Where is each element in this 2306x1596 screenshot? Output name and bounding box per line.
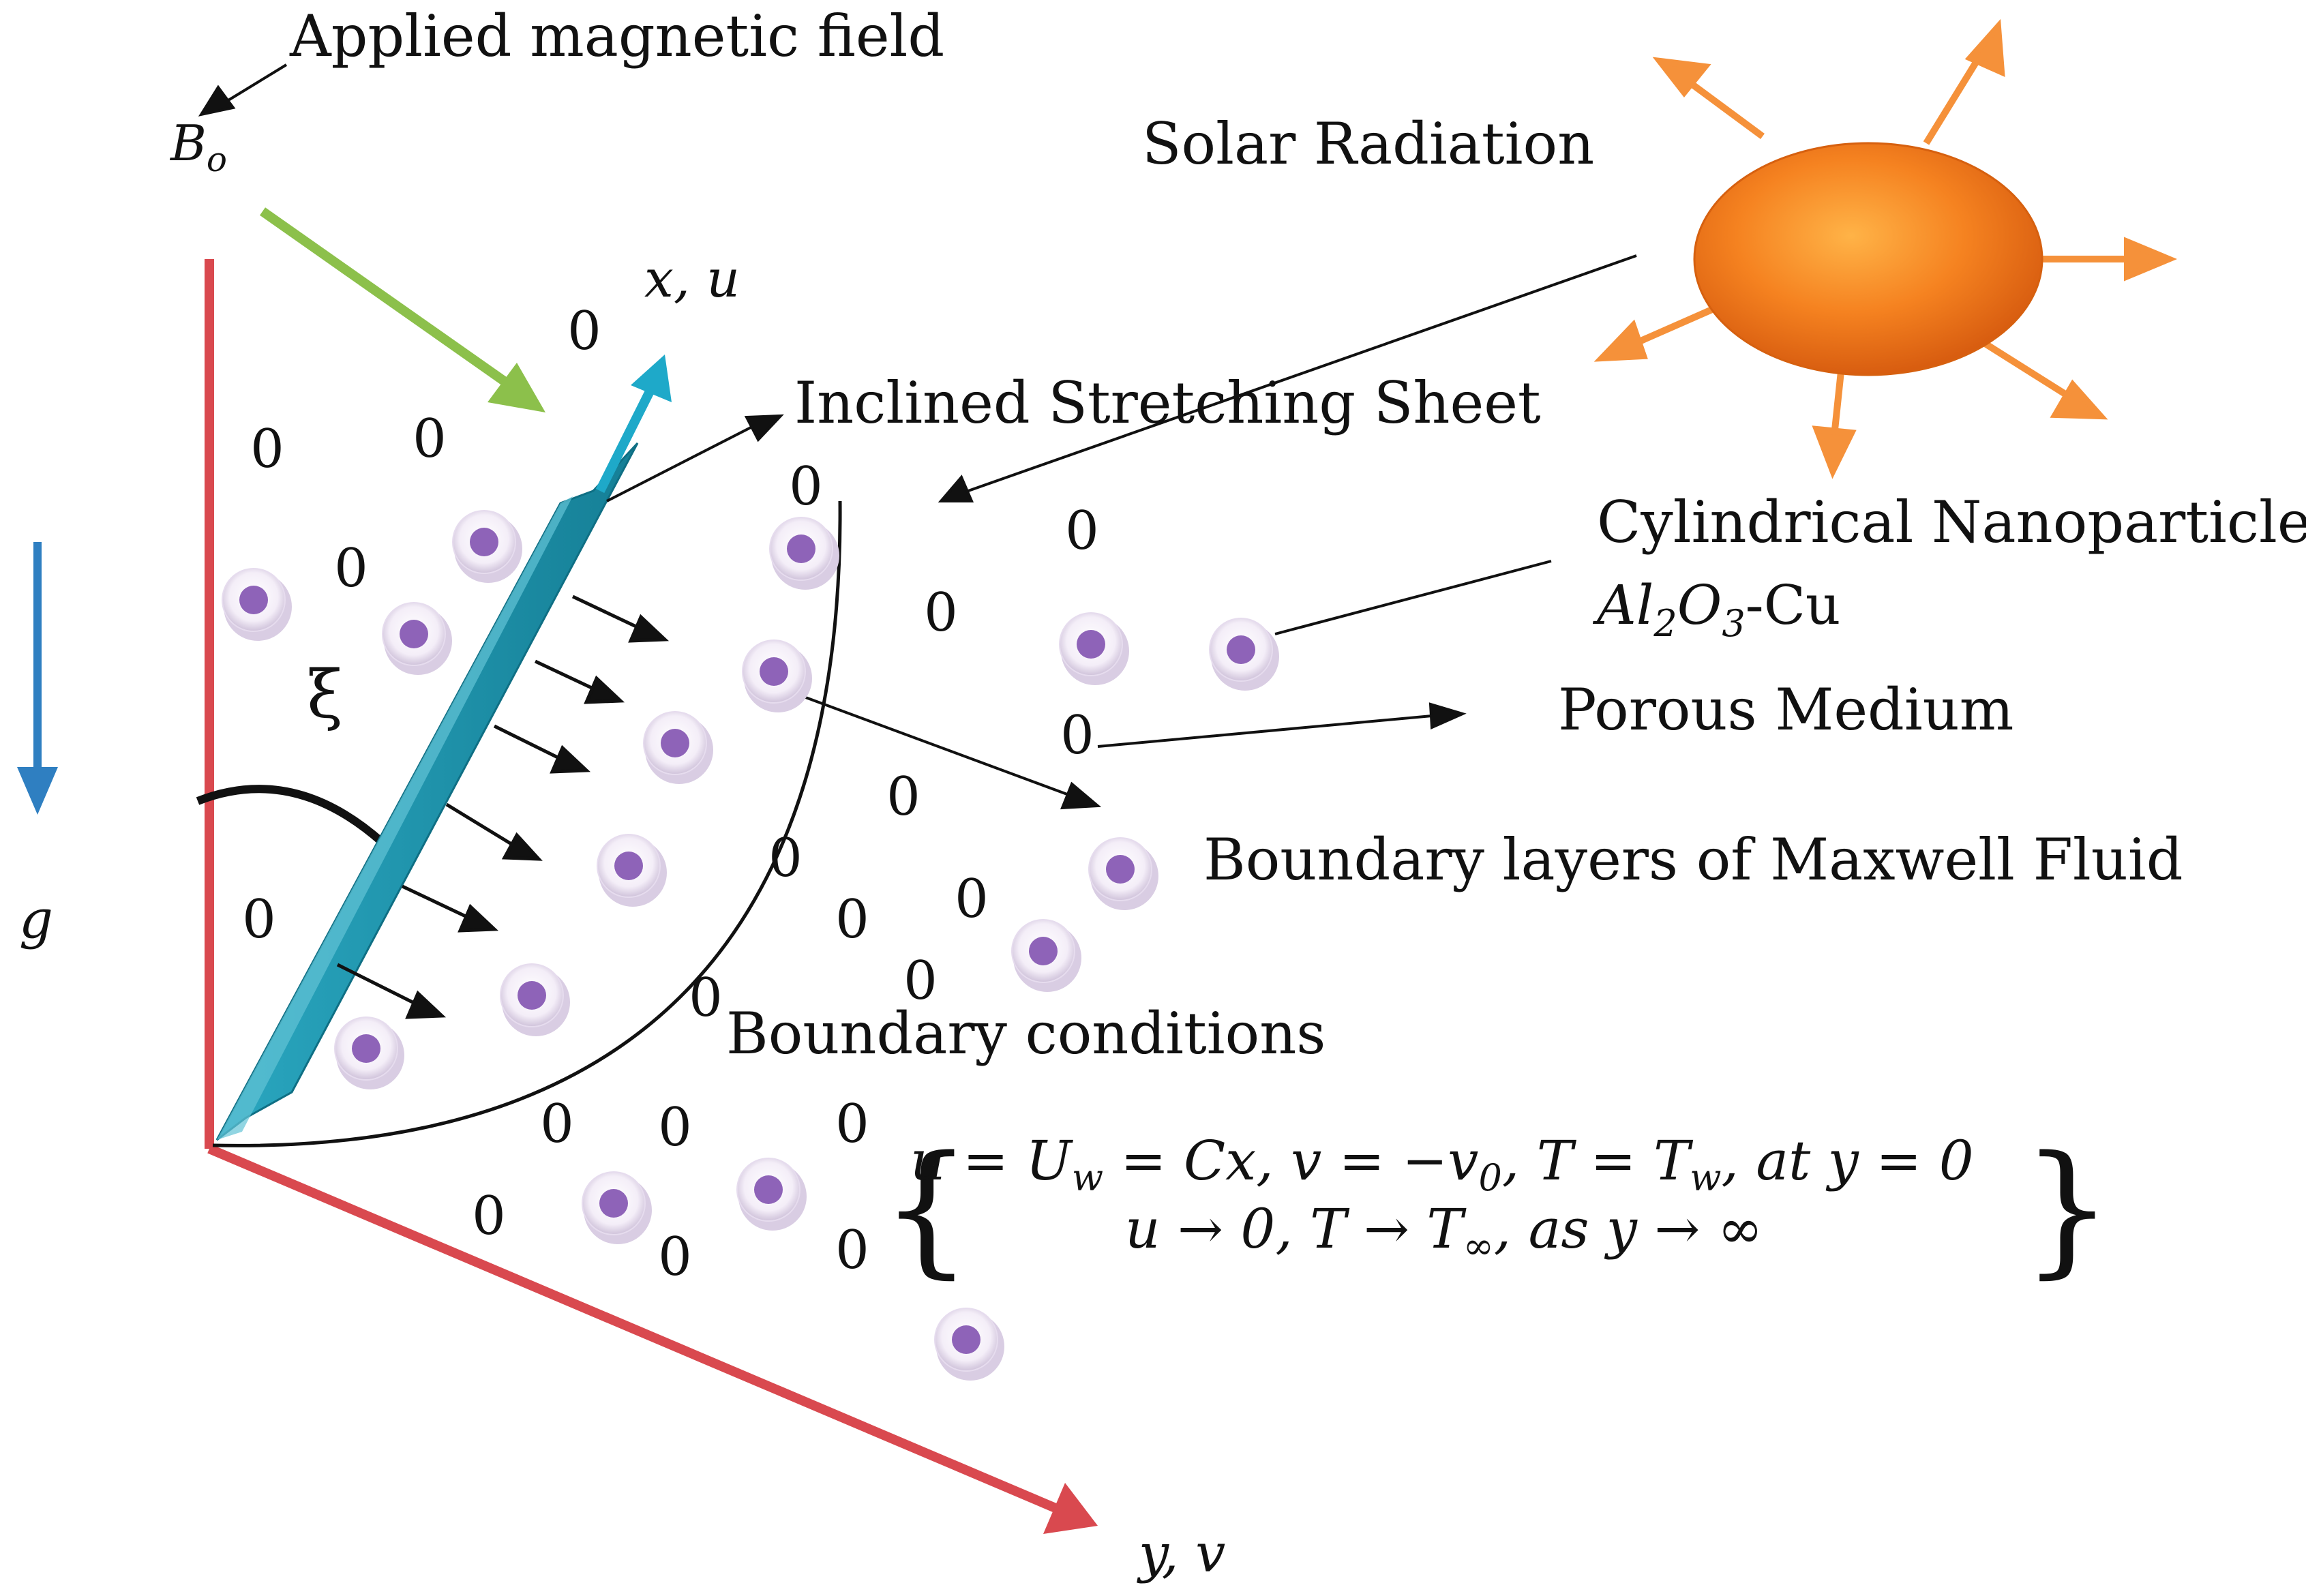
flow-arrows bbox=[336, 594, 670, 1019]
nanoparticle-icon bbox=[222, 568, 292, 641]
nanoparticle-icon bbox=[742, 639, 812, 712]
pore-marker: 0 bbox=[658, 1097, 692, 1158]
gravity-arrow bbox=[17, 542, 58, 815]
pore-marker: 0 bbox=[886, 766, 920, 828]
nanoparticle-icon bbox=[1088, 837, 1158, 910]
angle-arc bbox=[196, 785, 385, 845]
pore-marker: 0 bbox=[835, 1220, 869, 1281]
pore-marker: 0 bbox=[835, 1094, 869, 1155]
pore-marker: 0 bbox=[768, 828, 803, 889]
pore-marker: 0 bbox=[413, 408, 447, 470]
porous-medium-label: Porous Medium bbox=[1558, 676, 2013, 743]
boundary-layer-curve bbox=[212, 500, 842, 1147]
solar-radiation-label: Solar Radiation bbox=[1142, 110, 1594, 177]
nanoparticles-label: Cylindrical Nanoparticles bbox=[1597, 489, 2306, 556]
pointer-lines bbox=[198, 63, 1637, 810]
porous-markers: 0 0 0 0 0 0 0 0 0 0 0 0 0 0 0 0 0 0 0 0 … bbox=[242, 301, 1099, 1288]
b0-subscript: o bbox=[207, 140, 227, 179]
nanoparticle-icon bbox=[382, 602, 452, 675]
sun-icon bbox=[1593, 18, 2177, 479]
pore-marker: 0 bbox=[1065, 500, 1099, 562]
magnetic-field-arrow bbox=[259, 207, 545, 412]
nanoparticles bbox=[222, 510, 1279, 1381]
bc1-b: = Cx, v = −v bbox=[1103, 1129, 1478, 1192]
pore-marker: 0 bbox=[789, 456, 823, 517]
pore-marker: 0 bbox=[540, 1094, 574, 1155]
bc-equation-1: u = Uw = Cx, v = −v0, T = Tw, at y = 0 bbox=[910, 1129, 1974, 1199]
gravity-label: g bbox=[19, 889, 53, 950]
formula-al: Al bbox=[1592, 573, 1653, 637]
nanoparticle-icon bbox=[643, 711, 713, 784]
nanoparticle-icon bbox=[582, 1171, 652, 1244]
nanoparticle-icon bbox=[334, 1017, 404, 1089]
pore-marker: 0 bbox=[924, 582, 958, 644]
nanoparticle-icon bbox=[1209, 618, 1279, 691]
inclined-stretching-sheet bbox=[215, 442, 639, 1141]
bc2-b: , as y → ∞ bbox=[1494, 1197, 1763, 1261]
sheet-label: Inclined Stretching Sheet bbox=[794, 370, 1541, 436]
pore-marker: 0 bbox=[1060, 705, 1094, 766]
maxwell-label: Boundary layers of Maxwell Fluid bbox=[1203, 826, 2183, 893]
bc1-sub-w2: w bbox=[1690, 1156, 1721, 1199]
pore-marker: 0 bbox=[835, 889, 869, 950]
nanoparticle-icon bbox=[500, 963, 570, 1036]
magnetic-field-label: Applied magnetic field bbox=[289, 3, 944, 70]
nanoparticle-icon bbox=[1011, 919, 1081, 992]
x-axis-arrow bbox=[595, 355, 672, 494]
brace-left: { bbox=[881, 1125, 972, 1292]
b0-label: Bo bbox=[169, 115, 227, 179]
nanoparticle-icon bbox=[452, 510, 522, 583]
bc-equation-2: u → 0, T → T∞, as y → ∞ bbox=[1125, 1197, 1763, 1267]
boundary-conditions-title: Boundary conditions bbox=[726, 1000, 1326, 1067]
nanoparticle-icon bbox=[934, 1308, 1004, 1381]
coordinate-axes bbox=[205, 259, 1098, 1534]
pore-marker: 0 bbox=[334, 538, 368, 599]
y-axis-line bbox=[207, 1144, 1062, 1515]
nanoparticle-icon bbox=[1059, 612, 1129, 685]
bc2-sub-inf: ∞ bbox=[1463, 1224, 1494, 1267]
pore-marker: 0 bbox=[689, 967, 723, 1029]
angle-label: ξ bbox=[307, 657, 343, 733]
pore-marker: 0 bbox=[955, 869, 989, 930]
y-axis-label: y, v bbox=[1137, 1523, 1225, 1584]
bc2-a: u → 0, T → T bbox=[1125, 1197, 1467, 1261]
pore-marker: 0 bbox=[903, 950, 938, 1012]
pore-marker: 0 bbox=[567, 301, 601, 362]
nanoparticle-icon bbox=[769, 517, 839, 590]
formula-sub-2: 2 bbox=[1653, 602, 1677, 645]
bc1-c: , T = T bbox=[1502, 1129, 1694, 1192]
brace-right: } bbox=[2022, 1125, 2113, 1292]
pore-marker: 0 bbox=[242, 889, 276, 950]
bc1-sub-w: w bbox=[1072, 1156, 1103, 1199]
b0-symbol: B bbox=[169, 115, 207, 172]
pore-marker: 0 bbox=[658, 1226, 692, 1288]
formula-o: O bbox=[1677, 573, 1722, 637]
formula-cu: -Cu bbox=[1746, 573, 1841, 637]
bc1-d: , at y = 0 bbox=[1722, 1129, 1974, 1192]
y-axis-arrowhead bbox=[1043, 1483, 1098, 1534]
formula-sub-3: 3 bbox=[1722, 602, 1745, 645]
pore-marker: 0 bbox=[472, 1186, 506, 1247]
bc1-a: u = U bbox=[910, 1129, 1073, 1192]
x-axis-label: x, u bbox=[644, 248, 740, 309]
pore-marker: 0 bbox=[250, 419, 284, 480]
bc1-sub-0: 0 bbox=[1478, 1156, 1501, 1199]
nanoparticle-icon bbox=[597, 834, 667, 907]
nanoparticle-formula: Al2O3-Cu bbox=[1592, 573, 1840, 645]
nanoparticle-icon bbox=[736, 1158, 807, 1231]
